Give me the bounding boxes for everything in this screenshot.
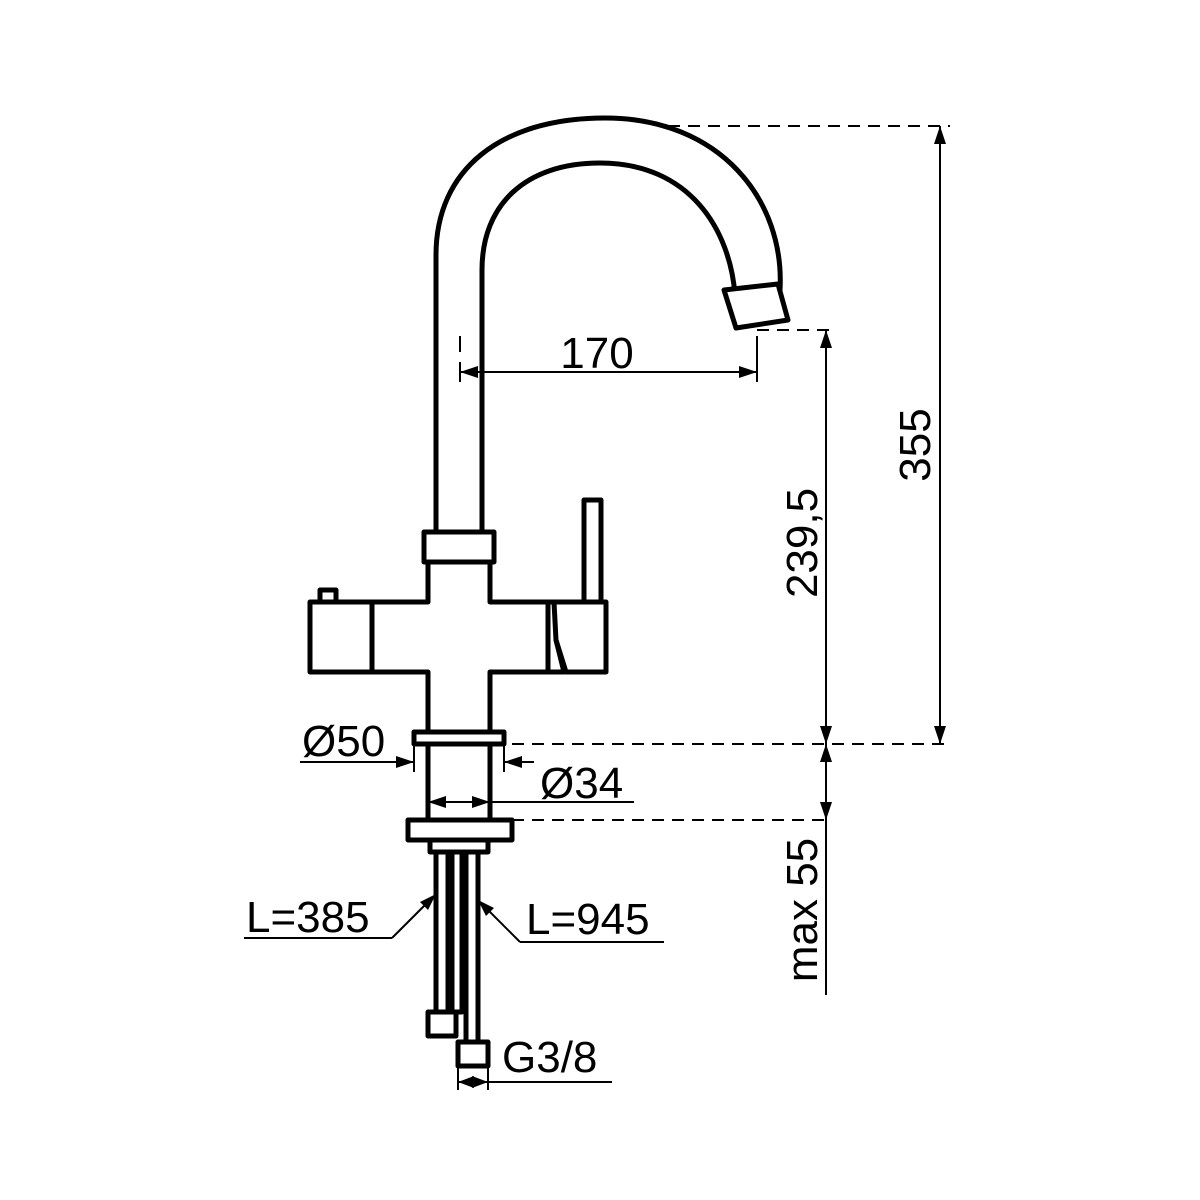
- dimension-outlet-height: 239,5: [778, 330, 832, 744]
- hose-connector-short: [425, 1009, 459, 1039]
- connection-thread-label: G3/8: [502, 1033, 597, 1082]
- leader-hose-long: L=945: [478, 895, 664, 944]
- faucet-outline: [307, 115, 791, 1069]
- total-height-label: 355: [891, 408, 940, 481]
- left-knob-pin: [317, 587, 339, 605]
- supply-hose-short: [433, 849, 451, 1015]
- dimension-total-height: 355: [668, 125, 950, 744]
- hose-connector-long: [455, 1039, 491, 1069]
- supply-hose-long: [463, 849, 481, 1045]
- hose-long-length-label: L=945: [526, 895, 650, 944]
- left-handle-knob: [307, 599, 375, 675]
- shank-diameter-label: Ø34: [540, 759, 623, 808]
- mounting-shank: [425, 741, 493, 823]
- right-lever-housing: [551, 599, 609, 675]
- max-thickness-label: max 55: [778, 838, 827, 982]
- dimension-shank-diameter: Ø34: [428, 759, 634, 808]
- base-diameter-label: Ø50: [302, 717, 385, 766]
- outlet-height-label: 239,5: [778, 488, 827, 598]
- dimension-max-thickness: max 55: [778, 744, 832, 995]
- supply-hose-middle: [449, 849, 465, 1015]
- spout: [433, 115, 783, 535]
- spout-collar: [421, 529, 497, 565]
- dimension-connection-thread: G3/8: [457, 1033, 612, 1090]
- spout-aerator: [721, 281, 791, 331]
- dimension-base-diameter: Ø50: [300, 717, 534, 772]
- mounting-plate: [405, 817, 515, 843]
- dimension-spout-reach: 170: [459, 329, 832, 382]
- leader-hose-short: L=385: [244, 893, 436, 942]
- right-lever-handle: [581, 497, 604, 605]
- spout-reach-label: 170: [560, 329, 633, 378]
- hose-short-length-label: L=385: [246, 893, 370, 942]
- mixer-body: [367, 559, 551, 735]
